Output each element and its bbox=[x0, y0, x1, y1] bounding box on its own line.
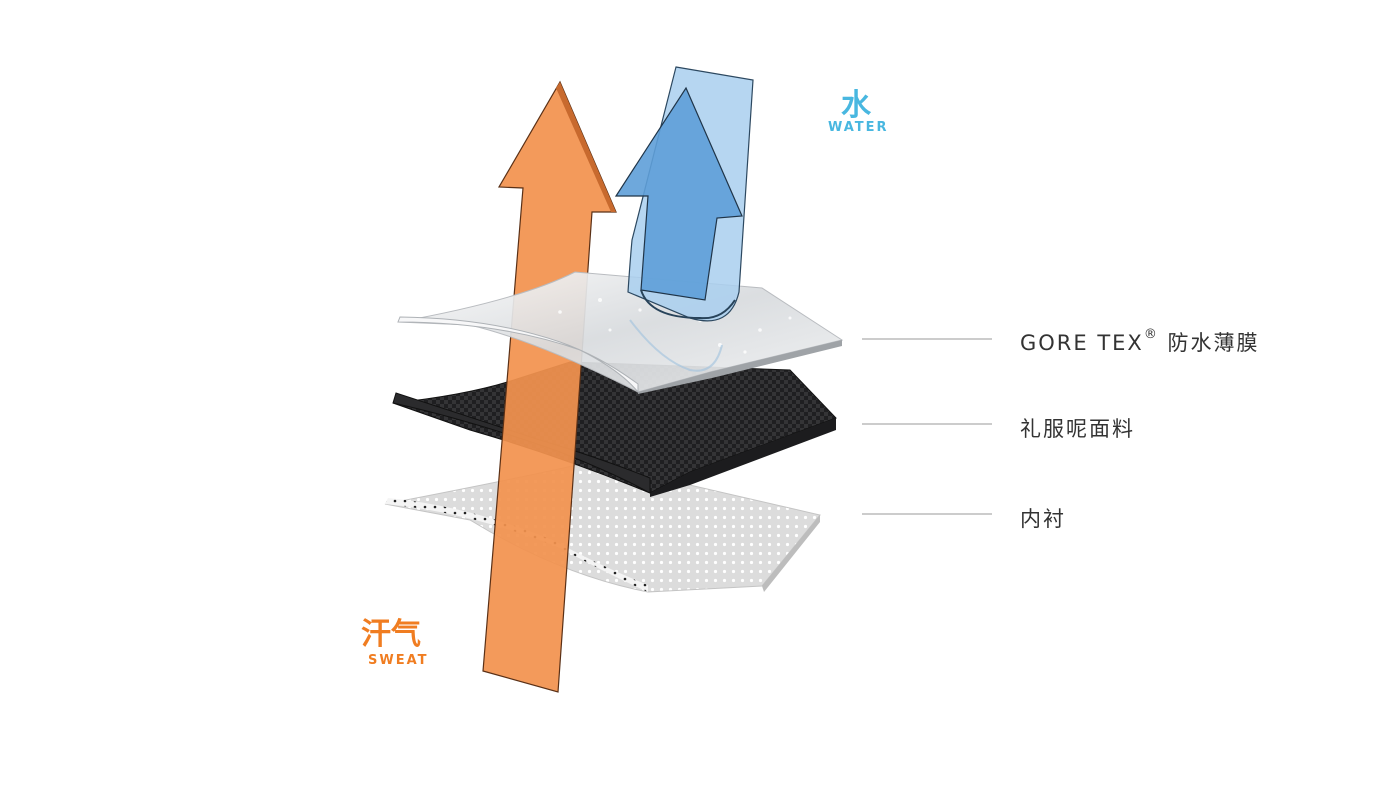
sweat-arrow bbox=[482, 80, 617, 693]
water-subtitle: WATER bbox=[828, 120, 889, 135]
membrane-brand: GORE TEX bbox=[1020, 331, 1144, 355]
registered-mark: ® bbox=[1143, 327, 1159, 342]
layer-label-lining: 内衬 bbox=[1020, 507, 1066, 531]
water-title: 水 bbox=[841, 88, 871, 123]
sweat-title: 汗气 bbox=[361, 617, 421, 652]
fabric-layer bbox=[392, 361, 837, 497]
layer-label-fabric: 礼服呢面料 bbox=[1020, 417, 1135, 441]
membrane-suffix: 防水薄膜 bbox=[1158, 331, 1260, 355]
water-arrow bbox=[614, 66, 754, 372]
lining-layer bbox=[384, 461, 821, 593]
sweat-subtitle: SWEAT bbox=[368, 653, 429, 668]
layer-label-membrane: GORE TEX® 防水薄膜 bbox=[1020, 327, 1260, 357]
